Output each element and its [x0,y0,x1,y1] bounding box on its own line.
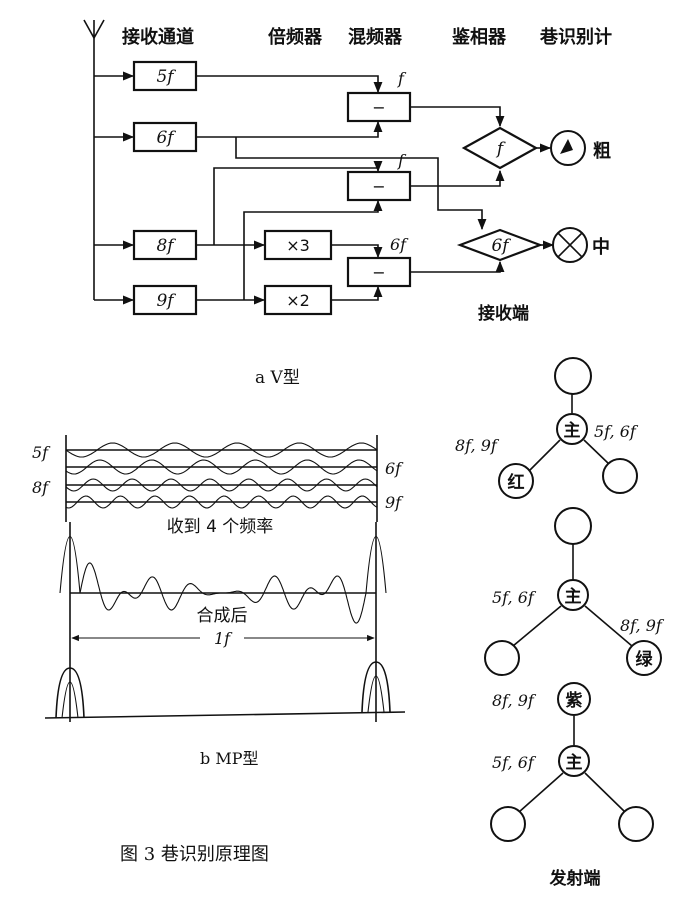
slave-label-red: 红 [508,472,525,493]
freq-pair-label-3a: 5f, 6f [492,753,537,772]
mixer-output-label-1: f [397,69,407,88]
receiver-label: 接收端 [478,303,529,324]
received-text: 收到 4 个频率 [167,517,274,537]
middle-meter-cross [557,232,583,258]
caption-a: a V型 [255,368,300,388]
multiplier-label-x2: ×2 [286,291,310,310]
coarse-meter-pointer [560,139,573,154]
header-phase-detector: 鉴相器 [451,26,507,48]
station-red: 主 红 5f, 6f 8f, 9f [455,357,639,499]
transmitter-stations: 主 红 5f, 6f 8f, 9f 主 绿 5f, 6f 8f, 9f [455,357,665,889]
combined-pulse-right [365,536,387,594]
master-label-2: 主 [565,586,582,607]
multiplier-label-x3: ×3 [286,236,310,255]
header-receive-channel: 接收通道 [122,26,194,48]
header-identifier: 巷识别计 [539,26,612,48]
signal-label-5f: 5f [32,443,51,462]
phase-detector-label-6f: 6f [491,236,511,256]
channel-label-9f: 9f [156,291,176,311]
freq-pair-label-3b: 8f, 9f [492,691,537,710]
multiplier-box-x3 [263,229,333,261]
meter-label-middle: 中 [592,236,610,258]
diagram-a-v-type: 接收通道 倍频器 混频器 鉴相器 巷识别计 5f 6f 8f 9f ×3 ×2 … [83,19,612,388]
slave-label-purple: 紫 [566,690,583,711]
mixer-symbol-3: − [372,263,385,282]
signal-label-8f: 8f [32,478,51,497]
combined-text: 合成后 [197,606,248,626]
pulse-left [55,667,85,719]
baseline [44,711,406,719]
freq-pair-label-2b: 8f, 9f [620,616,665,635]
freq-pair-label-1a: 5f, 6f [594,422,639,441]
channel-label-5f: 5f [156,67,176,87]
freq-pair-label-1b: 8f, 9f [455,436,500,455]
mixer-output-label-3: 6f [390,235,409,254]
mixer-symbol-2: − [372,177,385,196]
combined-pulse-left [59,536,81,594]
transmitter-label: 发射端 [549,868,601,889]
mixer-output-label-2: f [397,151,407,170]
pulse-right [361,661,391,713]
meter-label-coarse: 粗 [593,140,611,162]
combined-waveform [79,562,367,624]
master-label-3: 主 [566,752,583,773]
period-label: 1f [214,629,233,648]
header-multiplier: 倍频器 [268,26,323,48]
freq-pair-label-2a: 5f, 6f [492,588,537,607]
channel-label-6f: 6f [156,128,176,148]
figure-caption: 图 3 巷识别原理图 [120,844,269,865]
signal-label-9f: 9f [385,493,404,512]
antenna-icon [83,19,105,40]
signal-label-6f: 6f [385,459,404,478]
received-signal-lines [65,442,378,509]
station-purple: 紫 主 8f, 9f 5f, 6f [490,682,654,842]
master-label-1: 主 [564,420,581,441]
slave-label-green: 绿 [636,649,654,670]
channel-label-8f: 8f [156,236,176,256]
phase-detector-label-f: f [495,139,506,159]
mixer-symbol-1: − [372,98,385,117]
header-mixer: 混频器 [348,26,403,48]
station-green: 主 绿 5f, 6f 8f, 9f [484,507,665,676]
diagram-b-mp-type: 5f 8f 6f 9f 收到 4 个频率 合成后 1f b MP型 [32,435,406,768]
channel-box-8f [132,229,198,261]
caption-b: b MP型 [200,749,258,768]
